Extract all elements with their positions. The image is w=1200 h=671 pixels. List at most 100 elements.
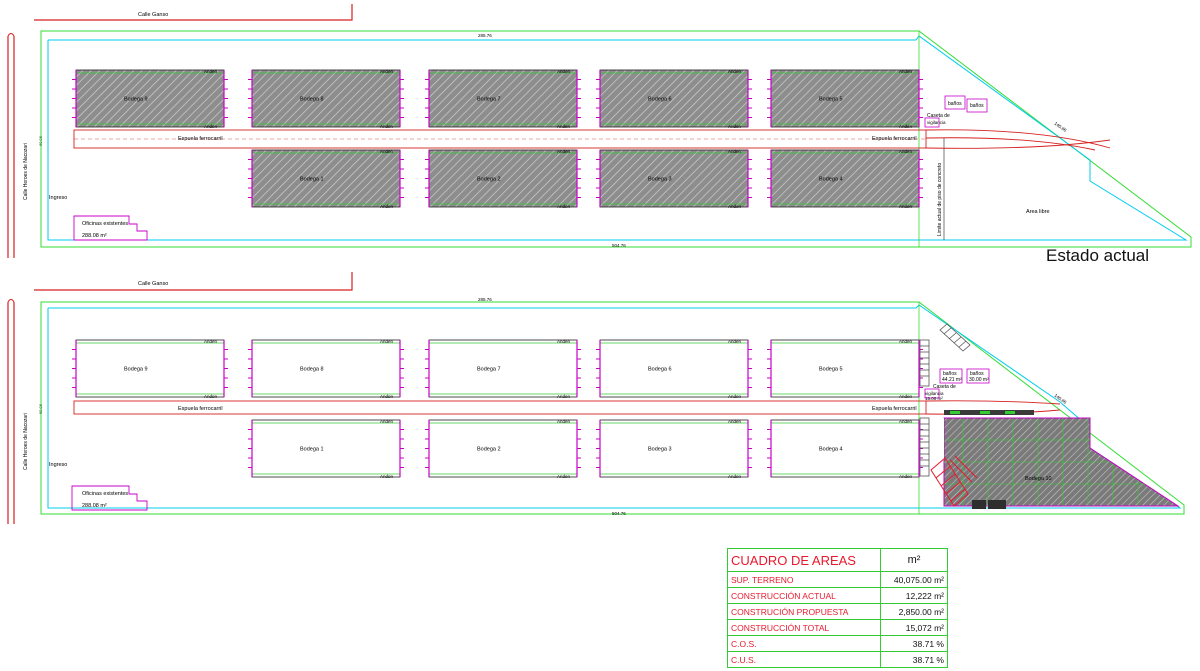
banos-area-1: 44.21 m²: [942, 377, 962, 383]
bodega-building: [251, 339, 401, 398]
bodega-building: [599, 149, 749, 208]
anden-label: Anden: [380, 69, 394, 74]
cuadro-row-label: CONSTRUCCIÓN TOTAL: [727, 619, 881, 636]
cuadro-row-value: 40,075.00 m²: [880, 571, 948, 588]
bodega-label: Bodega 5: [819, 97, 843, 103]
caseta-area-label: 15.00 m²: [925, 396, 943, 401]
oficinas-area-label: 288.08 m²: [82, 233, 107, 239]
calle-ganso-road-2: [34, 272, 353, 291]
bodega-label: Bodega 3: [648, 447, 672, 453]
bodega-building: [251, 419, 401, 478]
bodega-building: [251, 69, 401, 128]
bodega-building: [599, 69, 749, 128]
anden-label: Anden: [380, 149, 394, 154]
cuadro-row-value: 38.71 %: [880, 635, 948, 652]
limite-label: Limite actual de piso de concreto: [937, 163, 943, 236]
bodega-building: [428, 149, 578, 208]
anden-label: Anden: [728, 124, 742, 129]
espuela-label-right-2: Espuela ferrocarril: [872, 406, 917, 412]
anden-label: Anden: [899, 339, 913, 344]
anden-label: Anden: [899, 204, 913, 209]
bodega-label: Bodega 6: [648, 97, 672, 103]
anden-label: Anden: [380, 394, 394, 399]
bodega-label: Bodega 7: [477, 97, 501, 103]
bodega-label: Bodega 6: [648, 367, 672, 373]
anden-label: Anden: [899, 394, 913, 399]
espuela-ferrocarril-track-2: [73, 400, 927, 415]
bodega-building: [770, 69, 920, 128]
caseta-box: [924, 117, 940, 128]
anden-label: Anden: [899, 419, 913, 424]
espuela-label-right: Espuela ferrocarril: [872, 136, 917, 142]
bodega-label: Bodega 9: [124, 367, 148, 373]
bodega-building: [428, 419, 578, 478]
dim-bottom-label-2: 504.76: [612, 511, 626, 516]
calle-heroes-label-2: Calle Heroes de Nacozari: [23, 413, 29, 470]
bodega-building: [770, 419, 920, 478]
bodega-building: [251, 149, 401, 208]
cuadro-row-label: C.O.S.: [727, 635, 881, 652]
cuadro-row-value: 12,222 m²: [880, 587, 948, 604]
cuadro-row-label: SUP. TERRENO: [727, 571, 881, 588]
anden-label: Anden: [728, 339, 742, 344]
parking-stalls: [919, 323, 971, 477]
dark-block-2: [988, 500, 1006, 509]
bodega-label: Bodega 2: [477, 177, 501, 183]
bodega-label: Bodega 8: [300, 367, 324, 373]
cuadro-de-areas-table: CUADRO DE AREAS m² SUP. TERRENO 40,075.0…: [727, 548, 948, 668]
caseta-box-2: [924, 388, 940, 399]
bodega-building: [770, 339, 920, 398]
cuadro-row-value: 2,850.00 m²: [880, 603, 948, 620]
calle-ganso-road: [34, 4, 353, 21]
site-boundary-2: [40, 301, 1185, 515]
anden-label: Anden: [899, 124, 913, 129]
anden-label: Anden: [557, 204, 571, 209]
anden-label: Anden: [728, 474, 742, 479]
bodega-label: Bodega 4: [819, 177, 843, 183]
anden-label: Anden: [380, 419, 394, 424]
loading-docks: [930, 455, 978, 507]
anden-label: Anden: [899, 149, 913, 154]
anden-label: Anden: [728, 149, 742, 154]
banos-label-1: baños: [948, 101, 962, 107]
cuadro-row: CONSTRUCCIÓN TOTAL 15,072 m²: [727, 619, 948, 636]
bodega-10-cut: [930, 418, 944, 460]
anden-label: Anden: [557, 149, 571, 154]
anden-label: Anden: [557, 124, 571, 129]
caseta-label: Caseta de: [927, 113, 950, 119]
bodega-building: [75, 69, 225, 128]
dim-diag-label: 140.86: [1053, 121, 1067, 133]
rail-wagon: [944, 410, 1034, 415]
cuadro-row: CONSTRUCIÓN PROPUESTA 2,850.00 m²: [727, 603, 948, 620]
cuadro-row-value: 38.71 %: [880, 651, 948, 668]
cuadro-row: SUP. TERRENO 40,075.00 m²: [727, 571, 948, 588]
bodega-label: Bodega 3: [648, 177, 672, 183]
bodega-building: [75, 339, 225, 398]
cuadro-row-label: C.U.S.: [727, 651, 881, 668]
banos-box-3: [939, 368, 963, 384]
cuadro-row-label: CONSTRUCCIÓN ACTUAL: [727, 587, 881, 604]
banos-label-3: baños: [943, 371, 957, 377]
anden-label: Anden: [557, 419, 571, 424]
anden-label: Anden: [380, 474, 394, 479]
anden-label: Anden: [728, 69, 742, 74]
calle-ganso-label: Calle Ganso: [138, 12, 168, 18]
bodega-10-label: Bodega 10: [1025, 476, 1052, 482]
caseta-label-3: Caseta de: [933, 384, 956, 390]
cuadro-row-label: CONSTRUCIÓN PROPUESTA: [727, 603, 881, 620]
bodega-label: Bodega 7: [477, 367, 501, 373]
